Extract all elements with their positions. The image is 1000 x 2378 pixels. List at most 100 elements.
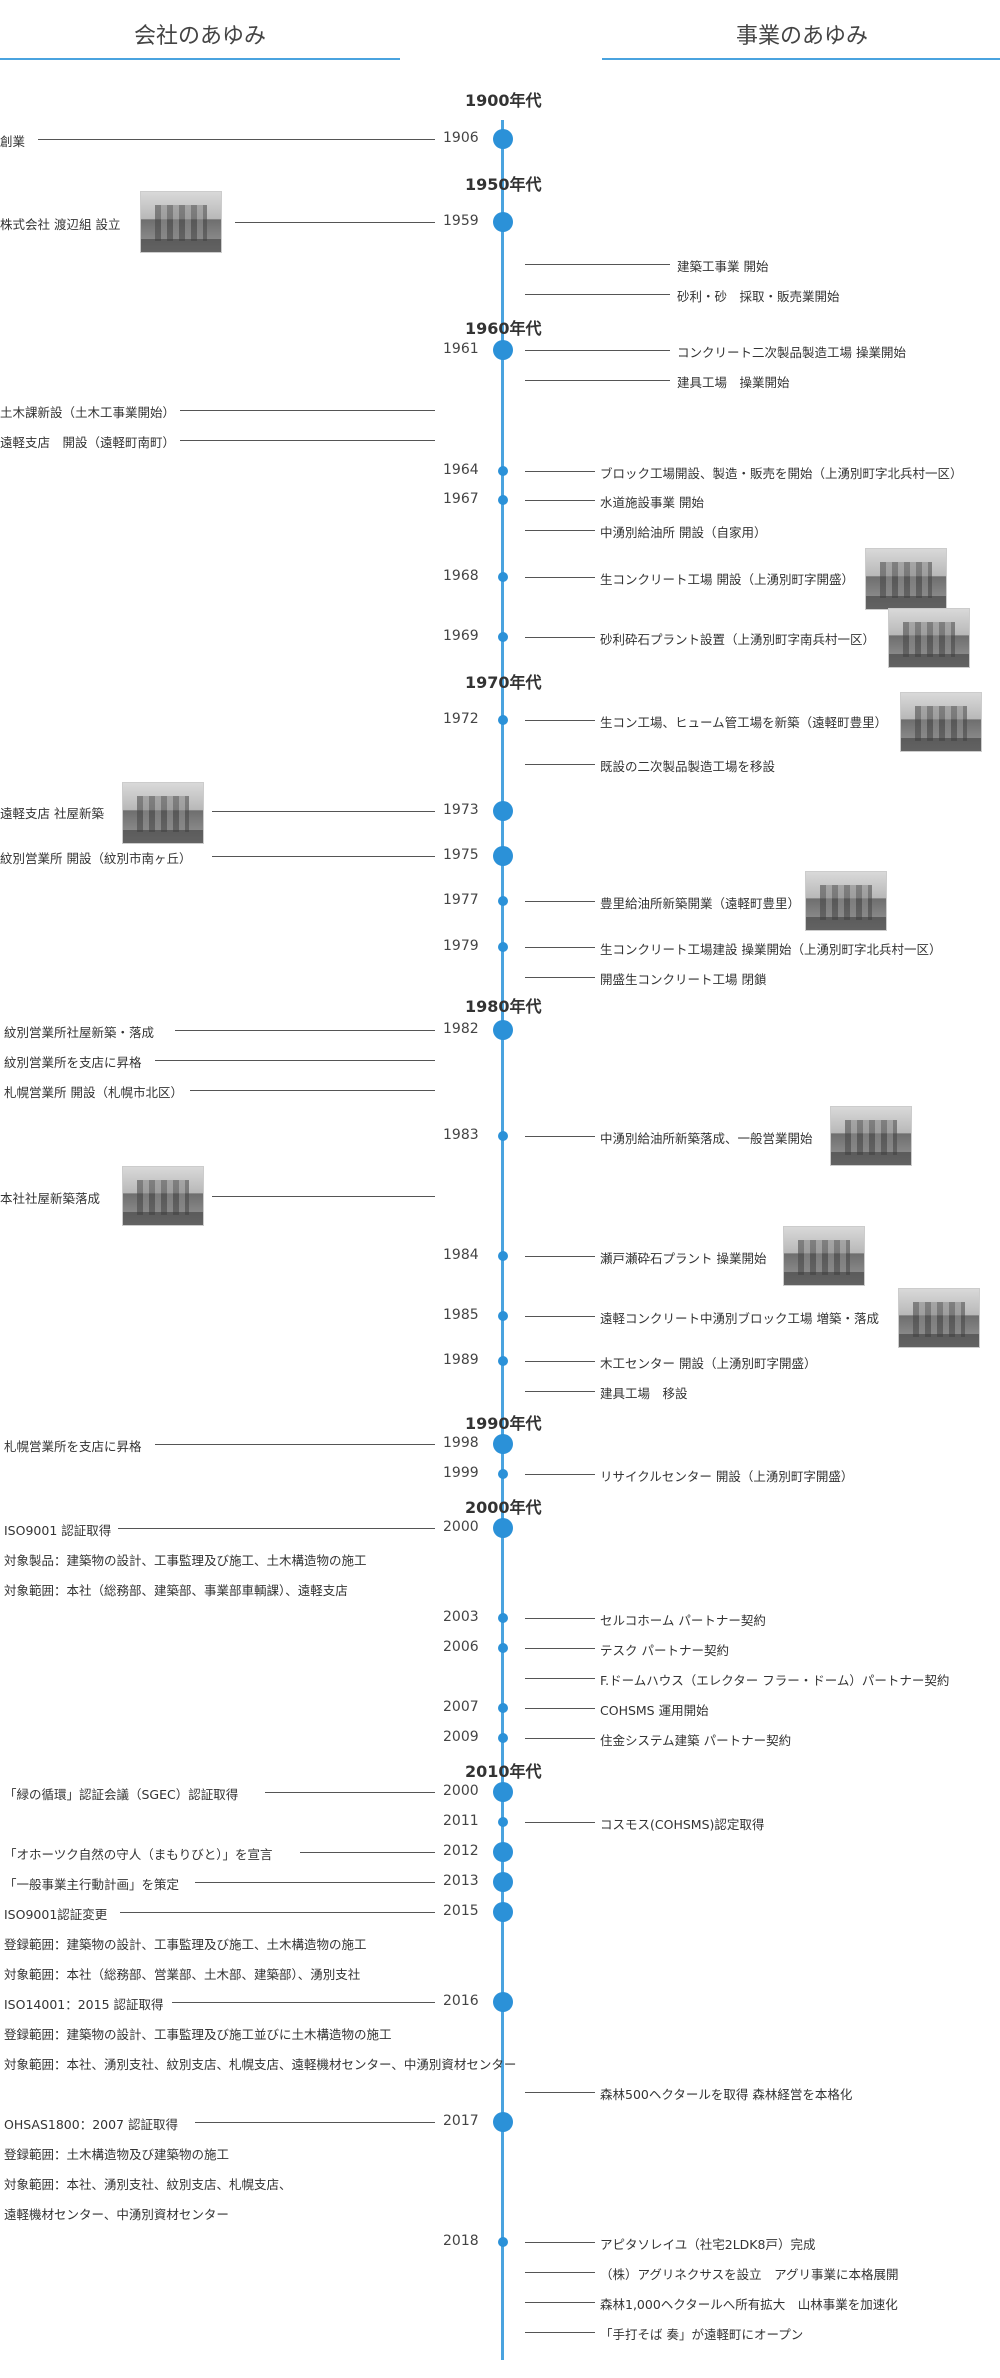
timeline-dot (497, 572, 508, 582)
connector-line (190, 1090, 435, 1091)
headquarters-photo (122, 1166, 204, 1226)
business-event: （株）アグリネクサスを設立 アグリ事業に本格展開 (600, 2267, 899, 2282)
timeline-dot (492, 1902, 513, 1922)
decade-label: 2010年代 (465, 1762, 542, 1781)
company-event: ISO9001 認証取得 (4, 1523, 112, 1538)
year-label: 1959 (443, 213, 479, 229)
connector-line (155, 1060, 435, 1061)
business-event: 砂利・砂 採取・販売業開始 (677, 289, 840, 304)
business-event: テスク パートナー契約 (600, 1643, 729, 1658)
timeline-dot (492, 1782, 513, 1802)
year-label: 1999 (443, 1465, 479, 1481)
connector-line (195, 2122, 435, 2123)
connector-line (525, 720, 595, 721)
business-event: コスモス(COHSMS)認定取得 (600, 1817, 765, 1832)
right-heading-underline (602, 58, 1000, 60)
company-event: 土木課新設（土木工事業開始） (0, 405, 176, 420)
year-label: 2016 (443, 1993, 479, 2009)
business-event: 森林500ヘクタールを取得 森林経営を本格化 (600, 2087, 853, 2102)
company-event: 対象範囲：本社、湧別支社、紋別支店、札幌支店、 (4, 2177, 292, 2192)
timeline-dot (497, 2237, 508, 2247)
timeline-dot (492, 2112, 513, 2132)
connector-line (265, 1792, 435, 1793)
company-event: 本社社屋新築落成 (0, 1191, 101, 1206)
company-event: 「一般事業主行動計画」を策定 (4, 1877, 180, 1892)
connector-line (118, 1528, 435, 1529)
business-event: セルコホーム パートナー契約 (600, 1613, 766, 1628)
block-factory-photo (898, 1288, 980, 1348)
year-label: 2006 (443, 1639, 479, 1655)
business-event: 豊里給油所新築開業（遠軽町豊里） (600, 896, 801, 911)
business-event: 既設の二次製品製造工場を移設 (600, 759, 776, 774)
timeline-dot (497, 942, 508, 952)
timeline-dot (492, 1842, 513, 1862)
business-event: 水道施設事業 開始 (600, 495, 704, 510)
timeline-dot (492, 1518, 513, 1538)
connector-line (525, 264, 670, 265)
connector-line (235, 222, 435, 223)
timeline-dot (492, 1434, 513, 1454)
business-event: 生コン工場、ヒューム管工場を新築（遠軽町豊里） (600, 715, 888, 730)
timeline-dot (497, 1131, 508, 1141)
decade-label: 2000年代 (465, 1498, 542, 1517)
timeline-dot (492, 801, 513, 821)
connector-line (180, 440, 435, 441)
business-history-heading: 事業のあゆみ (735, 24, 868, 49)
connector-line (525, 1618, 595, 1619)
cement-factory-photo (900, 692, 982, 752)
timeline-dot (492, 1020, 513, 1040)
year-label: 2013 (443, 1873, 479, 1889)
connector-line (172, 2002, 435, 2003)
business-event: 木工センター 開設（上湧別町字開盛） (600, 1356, 817, 1371)
decade-label: 1970年代 (465, 673, 542, 692)
year-label: 2018 (443, 2233, 479, 2249)
timeline-dot (497, 1613, 508, 1623)
connector-line (525, 577, 595, 578)
timeline-dot (497, 1356, 508, 1366)
year-label: 1972 (443, 711, 479, 727)
year-label: 1979 (443, 938, 479, 954)
year-label: 1968 (443, 568, 479, 584)
business-event: 住金システム建築 パートナー契約 (600, 1733, 792, 1748)
company-event: 紋別営業所 開設（紋別市南ヶ丘） (0, 851, 192, 866)
gas-station-photo-1983 (830, 1106, 912, 1166)
connector-line (525, 637, 595, 638)
year-label: 2007 (443, 1699, 479, 1715)
connector-line (155, 1444, 435, 1445)
business-event: リサイクルセンター 開設（上湧別町字開盛） (600, 1469, 854, 1484)
concrete-plant-photo (865, 548, 947, 610)
year-label: 1973 (443, 802, 479, 818)
year-label: 2009 (443, 1729, 479, 1745)
company-event: 株式会社 渡辺組 設立 (0, 217, 121, 232)
decade-label: 1960年代 (465, 319, 542, 338)
timeline-dot (492, 129, 513, 149)
year-label: 1982 (443, 1021, 479, 1037)
company-event: 「緑の循環」認証会議（SGEC）認証取得 (4, 1787, 239, 1802)
left-heading-underline (0, 58, 400, 60)
company-history-heading: 会社のあゆみ (133, 24, 266, 49)
year-label: 1975 (443, 847, 479, 863)
business-event: 生コンクリート工場建設 操業開始（上湧別町字北兵村一区） (600, 942, 942, 957)
connector-line (525, 2332, 595, 2333)
business-event: ブロック工場開設、製造・販売を開始（上湧別町字北兵村一区） (600, 466, 963, 481)
decade-label: 1900年代 (465, 91, 542, 110)
business-event: 「手打そば 奏」が遠軽町にオープン (600, 2327, 804, 2342)
connector-line (525, 471, 595, 472)
decade-label: 1990年代 (465, 1414, 542, 1433)
connector-line (525, 350, 670, 351)
connector-line (525, 1391, 595, 1392)
timeline-dot (492, 340, 513, 360)
company-event: 遠軽支店 社屋新築 (0, 806, 104, 821)
connector-line (525, 1256, 595, 1257)
connector-line (180, 410, 435, 411)
connector-line (525, 500, 595, 501)
connector-line (175, 1030, 435, 1031)
business-event: コンクリート二次製品製造工場 操業開始 (677, 345, 906, 360)
timeline-dot (497, 632, 508, 642)
business-event: 開盛生コンクリート工場 閉鎖 (600, 972, 767, 987)
connector-line (525, 947, 595, 948)
year-label: 2003 (443, 1609, 479, 1625)
company-event: 登録範囲：建築物の設計、工事監理及び施工、土木構造物の施工 (4, 1937, 367, 1952)
connector-line (525, 901, 595, 902)
year-label: 1969 (443, 628, 479, 644)
